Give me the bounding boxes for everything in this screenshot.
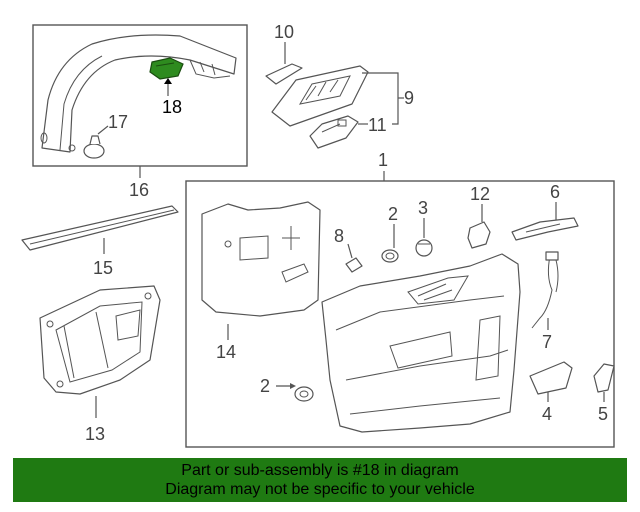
callout-9: 9 bbox=[404, 88, 414, 108]
window-garnish-part-16 bbox=[40, 34, 237, 153]
callout-10: 10 bbox=[274, 22, 294, 42]
switch-bezel-part-9 bbox=[271, 65, 369, 127]
callout-12: 12 bbox=[470, 184, 490, 204]
banner-line-2: Diagram may not be specific to your vehi… bbox=[165, 481, 475, 498]
fastener-part-2-lower bbox=[294, 386, 314, 402]
callout-14: 14 bbox=[216, 342, 236, 362]
clip-part-8 bbox=[345, 257, 363, 273]
banner-line-1: Part or sub-assembly is #18 in diagram bbox=[181, 462, 459, 479]
clip-part-17 bbox=[83, 135, 105, 159]
weatherstrip-part-15 bbox=[21, 205, 179, 251]
bracket-part-12 bbox=[467, 221, 491, 249]
parts-diagram: 18 17 16 10 9 11 1 14 bbox=[21, 22, 615, 448]
harness-part-7 bbox=[531, 251, 559, 329]
callout-18: 18 bbox=[162, 97, 182, 117]
window-regulator-part-13 bbox=[39, 285, 161, 395]
callout-4: 4 bbox=[542, 404, 552, 424]
callout-8: 8 bbox=[334, 226, 344, 246]
highlighted-part-18 bbox=[149, 57, 184, 80]
callout-17: 17 bbox=[108, 112, 128, 132]
plug-part-3 bbox=[415, 239, 433, 257]
cable-part-6 bbox=[511, 217, 579, 241]
bracket-part-4 bbox=[529, 361, 573, 395]
callout-2a: 2 bbox=[388, 204, 398, 224]
callout-2b: 2 bbox=[260, 376, 270, 396]
switch-part-11 bbox=[309, 115, 359, 149]
callout-7: 7 bbox=[542, 332, 552, 352]
callout-15: 15 bbox=[93, 258, 113, 278]
info-banner: Part or sub-assembly is #18 in diagram D… bbox=[13, 458, 627, 502]
callout-5: 5 bbox=[598, 404, 608, 424]
callout-16: 16 bbox=[129, 180, 149, 200]
callout-1: 1 bbox=[378, 150, 388, 170]
water-deflector-part-14 bbox=[201, 201, 321, 317]
main-assembly-box bbox=[185, 180, 615, 448]
trim-part-5 bbox=[593, 363, 615, 393]
callout-6: 6 bbox=[550, 182, 560, 202]
door-trim-panel bbox=[321, 253, 521, 433]
callout-11: 11 bbox=[368, 115, 387, 135]
callout-3: 3 bbox=[418, 198, 428, 218]
trim-part-10 bbox=[265, 63, 303, 85]
fastener-part-2-upper bbox=[381, 249, 399, 263]
callout-13: 13 bbox=[85, 424, 105, 444]
